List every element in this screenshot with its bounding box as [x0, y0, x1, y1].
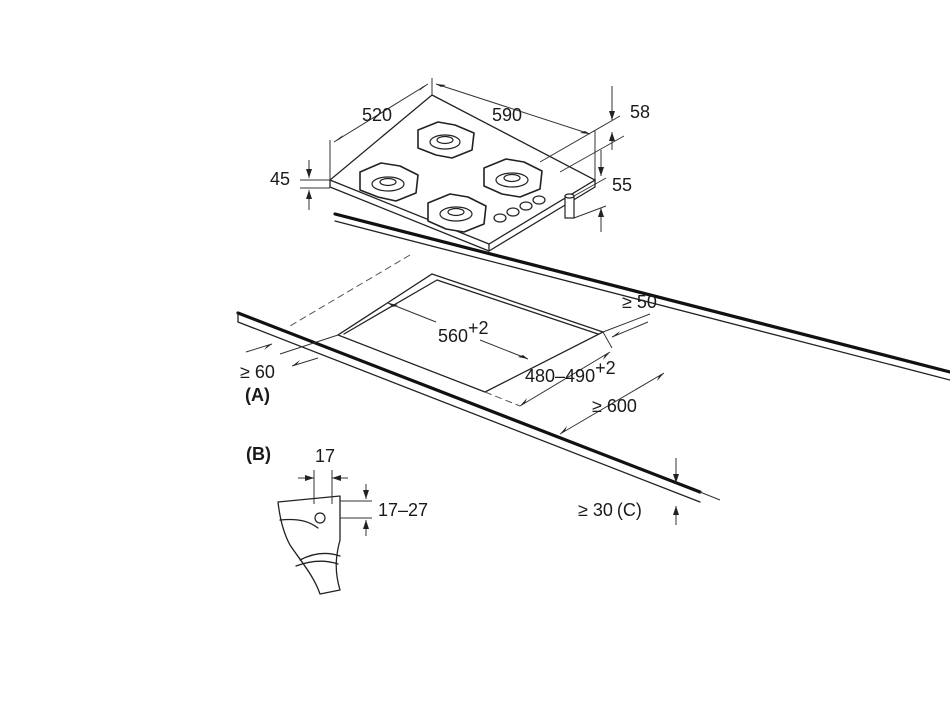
dim-worktop-depth: ≥ 600: [559, 372, 721, 501]
worktop-thickness-marker: (C): [617, 500, 642, 520]
dim-worktop-thickness: ≥ 30(C): [578, 458, 679, 525]
front-clearance-label: ≥ 60: [240, 362, 275, 382]
front-clearance-marker: (A): [245, 385, 270, 405]
worktop-depth-label: ≥ 600: [592, 396, 637, 416]
burner-left: [359, 162, 419, 202]
detail-b: (B) 17 17–27: [246, 444, 428, 595]
worktop-thickness-value: ≥ 30: [578, 500, 613, 520]
cutout-depth-label: 480–490+2: [525, 358, 616, 386]
cutout: [289, 254, 605, 407]
control-knobs: [493, 195, 546, 223]
detail-height-label: 17–27: [378, 500, 428, 520]
rear-clearance-label: ≥ 50: [622, 292, 657, 312]
dim-hob-body-height: 55: [573, 150, 632, 232]
cutout-width-tolerance: +2: [468, 318, 489, 338]
burner-rear: [417, 121, 475, 159]
cutout-width-value: 560: [438, 326, 468, 346]
hob-depth-label: 520: [362, 105, 392, 125]
hob-height-left-label: 45: [270, 169, 290, 189]
dim-front-clearance: ≥ 60 (A): [240, 334, 339, 405]
burner-front: [427, 193, 487, 233]
hob-height-right-label: 58: [630, 102, 650, 122]
dim-rear-clearance: ≥ 50: [602, 292, 657, 338]
worktop-thickness-label: ≥ 30(C): [578, 500, 642, 520]
dim-hob-depth: 520: [329, 78, 433, 180]
cutout-depth-value: 480–490: [525, 366, 595, 386]
worktop: [236, 212, 950, 503]
cutout-depth-tolerance: +2: [595, 358, 616, 378]
dim-hob-height-right: 58: [539, 86, 650, 173]
detail-marker: (B): [246, 444, 271, 464]
dim-cutout-width: 560+2: [387, 302, 529, 360]
hob-body-height-label: 55: [612, 175, 632, 195]
cutout-width-label: 560+2: [438, 318, 489, 346]
hob: [328, 94, 597, 252]
dim-hob-height-left: 45: [270, 160, 330, 210]
dim-hob-width: 590: [435, 83, 596, 180]
hob-width-label: 590: [492, 105, 522, 125]
detail-width-label: 17: [315, 446, 335, 466]
dim-cutout-depth: 480–490+2: [519, 331, 616, 407]
burner-right: [483, 158, 543, 198]
